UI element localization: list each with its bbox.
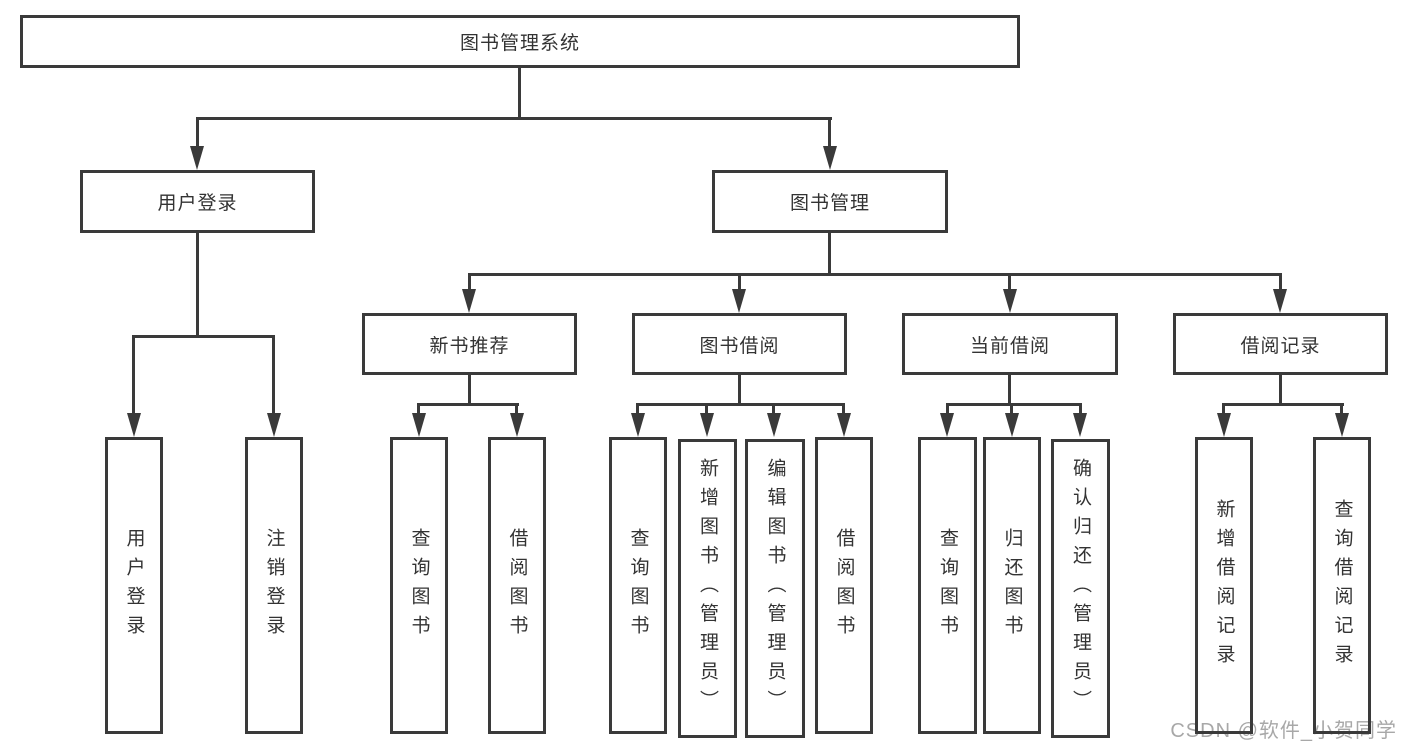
connector-line — [1008, 273, 1011, 292]
connector-line — [705, 403, 708, 415]
node-user-login-label: 用户登录 — [157, 193, 238, 214]
connector-line — [132, 335, 275, 338]
leaf-query-borrow-record: 查询借阅记录 — [1313, 437, 1371, 734]
leaf-query-books-3: 查询图书 — [918, 437, 977, 734]
leaf-confirm-return-admin: 确认归还（管理员） — [1051, 439, 1110, 738]
arrow-down-icon — [510, 413, 524, 437]
leaf-query-borrow-record-label: 查询借阅记录 — [1331, 498, 1353, 673]
leaf-borrow-books-1: 借阅图书 — [488, 437, 546, 734]
node-user-login: 用户登录 — [80, 170, 315, 233]
leaf-logout: 注销登录 — [245, 437, 303, 734]
leaf-borrow-books-1-label: 借阅图书 — [506, 527, 528, 644]
node-new-book-recommend: 新书推荐 — [362, 313, 577, 375]
connector-line — [842, 403, 845, 415]
connector-line — [738, 375, 741, 403]
connector-line — [196, 233, 199, 335]
connector-line — [636, 403, 845, 406]
connector-line — [468, 375, 471, 403]
connector-line — [828, 233, 831, 273]
leaf-return-book: 归还图书 — [983, 437, 1041, 734]
connector-line — [1340, 403, 1343, 415]
leaf-query-books-1: 查询图书 — [390, 437, 448, 734]
leaf-query-books-3-label: 查询图书 — [937, 527, 958, 644]
connector-line — [1222, 403, 1225, 415]
leaf-query-books-1-label: 查询图书 — [408, 527, 430, 644]
arrow-down-icon — [267, 413, 281, 437]
node-book-mgmt: 图书管理 — [712, 170, 948, 233]
connector-line — [518, 66, 521, 117]
connector-line — [468, 273, 1282, 276]
arrow-down-icon — [190, 146, 204, 170]
connector-line — [468, 273, 471, 292]
leaf-edit-book-admin-label: 编辑图书（管理员） — [764, 458, 786, 719]
node-current-borrow-label: 当前借阅 — [969, 335, 1050, 357]
leaf-user-login-label: 用户登录 — [123, 527, 145, 644]
connector-line — [1079, 403, 1082, 415]
csdn-watermark: CSDN @软件_小贺同学 — [1170, 720, 1397, 742]
arrow-down-icon — [823, 146, 837, 170]
connector-line — [1008, 375, 1011, 403]
connector-line — [1010, 403, 1013, 415]
node-root: 图书管理系统 — [20, 15, 1020, 68]
connector-line — [738, 273, 741, 292]
node-book-borrow-label: 图书借阅 — [699, 335, 780, 357]
arrow-down-icon — [1335, 413, 1349, 437]
connector-line — [196, 117, 199, 150]
connector-line — [132, 335, 135, 415]
leaf-confirm-return-admin-label: 确认归还（管理员） — [1070, 458, 1091, 719]
arrow-down-icon — [940, 413, 954, 437]
arrow-down-icon — [1003, 289, 1017, 313]
leaf-borrow-books-2-label: 借阅图书 — [833, 527, 855, 644]
leaf-query-books-2: 查询图书 — [609, 437, 667, 734]
connector-line — [636, 403, 639, 415]
connector-line — [946, 403, 1082, 406]
connector-line — [828, 117, 831, 150]
connector-line — [196, 117, 832, 120]
arrow-down-icon — [732, 289, 746, 313]
leaf-borrow-books-2: 借阅图书 — [815, 437, 873, 734]
arrow-down-icon — [462, 289, 476, 313]
leaf-return-book-label: 归还图书 — [1001, 527, 1023, 644]
leaf-add-borrow-record: 新增借阅记录 — [1195, 437, 1253, 734]
arrow-down-icon — [412, 413, 426, 437]
arrow-down-icon — [127, 413, 141, 437]
node-book-mgmt-label: 图书管理 — [789, 193, 870, 214]
node-borrow-records: 借阅记录 — [1173, 313, 1388, 375]
connector-line — [1279, 273, 1282, 292]
arrow-down-icon — [631, 413, 645, 437]
connector-line — [417, 403, 519, 406]
leaf-user-login: 用户登录 — [105, 437, 163, 734]
leaf-add-book-admin: 新增图书（管理员） — [678, 439, 737, 738]
node-borrow-records-label: 借阅记录 — [1240, 335, 1321, 357]
arrow-down-icon — [837, 413, 851, 437]
leaf-edit-book-admin: 编辑图书（管理员） — [745, 439, 805, 738]
connector-line — [1279, 375, 1282, 403]
arrow-down-icon — [700, 413, 714, 437]
connector-line — [515, 403, 518, 415]
node-current-borrow: 当前借阅 — [902, 313, 1118, 375]
leaf-add-borrow-record-label: 新增借阅记录 — [1213, 498, 1235, 673]
connector-line — [272, 335, 275, 415]
leaf-add-book-admin-label: 新增图书（管理员） — [697, 458, 718, 719]
node-root-label: 图书管理系统 — [459, 33, 580, 54]
node-book-borrow: 图书借阅 — [632, 313, 847, 375]
connector-line — [1222, 403, 1344, 406]
connector-line — [946, 403, 949, 415]
connector-line — [772, 403, 775, 415]
arrow-down-icon — [1073, 413, 1087, 437]
connector-line — [417, 403, 420, 415]
arrow-down-icon — [767, 413, 781, 437]
leaf-query-books-2-label: 查询图书 — [627, 527, 649, 644]
leaf-logout-label: 注销登录 — [263, 527, 285, 644]
arrow-down-icon — [1273, 289, 1287, 313]
arrow-down-icon — [1005, 413, 1019, 437]
arrow-down-icon — [1217, 413, 1231, 437]
node-new-book-recommend-label: 新书推荐 — [429, 335, 510, 357]
